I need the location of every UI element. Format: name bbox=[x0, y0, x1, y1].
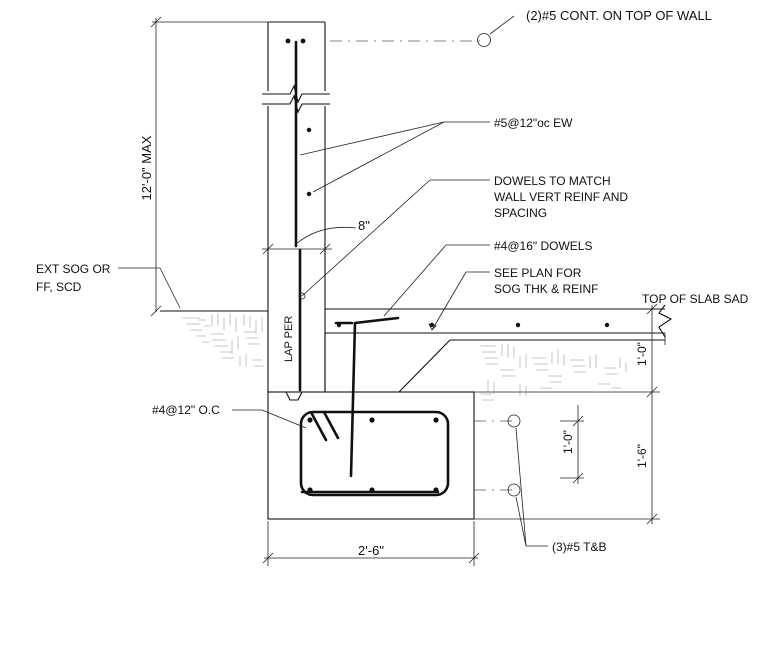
soil-hatch-left bbox=[182, 314, 264, 367]
dimension-bar-cage bbox=[560, 405, 584, 484]
label-footing-stirrup: #4@12" O.C bbox=[152, 403, 220, 417]
leaders bbox=[118, 15, 548, 547]
label-top-of-slab: TOP OF SLAB SAD bbox=[642, 292, 749, 306]
label-dowels-match-3: SPACING bbox=[494, 206, 547, 220]
dimension-right-stack bbox=[474, 303, 666, 525]
dim-depth-to-footing: 1'-0" bbox=[635, 342, 649, 366]
dimension-wall-height bbox=[150, 16, 270, 317]
label-footing-bars: (3)#5 T&B bbox=[552, 540, 606, 554]
label-ext-sog-2: FF, SCD bbox=[36, 280, 82, 294]
dimension-footing-width bbox=[262, 521, 480, 566]
label-wall-reinf: #5@12"oc EW bbox=[494, 116, 573, 130]
label-dowels-match-2: WALL VERT REINF AND bbox=[494, 190, 628, 204]
dimension-wall-thickness bbox=[262, 227, 357, 255]
dim-wall-thickness: 8" bbox=[358, 218, 370, 233]
label-see-plan-2: SOG THK & REINF bbox=[494, 282, 598, 296]
label-see-plan-1: SEE PLAN FOR bbox=[494, 266, 582, 280]
footing-stirrup bbox=[299, 410, 450, 497]
label-ext-sog-1: EXT SOG OR bbox=[36, 262, 111, 276]
dim-footing-depth: 1'-6" bbox=[635, 444, 649, 468]
slab-outline bbox=[160, 304, 673, 401]
label-top-bars: (2)#5 CONT. ON TOP OF WALL bbox=[526, 8, 712, 23]
reference-lines bbox=[330, 40, 512, 491]
soil-hatch-right bbox=[480, 344, 627, 401]
label-lap: LAP PER bbox=[283, 316, 295, 362]
label-slab-dowels: #4@16" DOWELS bbox=[494, 239, 592, 253]
dim-bar-cage: 1'-0" bbox=[561, 430, 575, 454]
footing-outline bbox=[267, 391, 475, 520]
dim-footing-width: 2'-6" bbox=[358, 543, 384, 558]
label-dowels-match-1: DOWELS TO MATCH bbox=[494, 174, 611, 188]
dim-wall-height: 12'-0" MAX bbox=[139, 135, 154, 200]
wall-vertical-bar bbox=[285, 38, 312, 392]
